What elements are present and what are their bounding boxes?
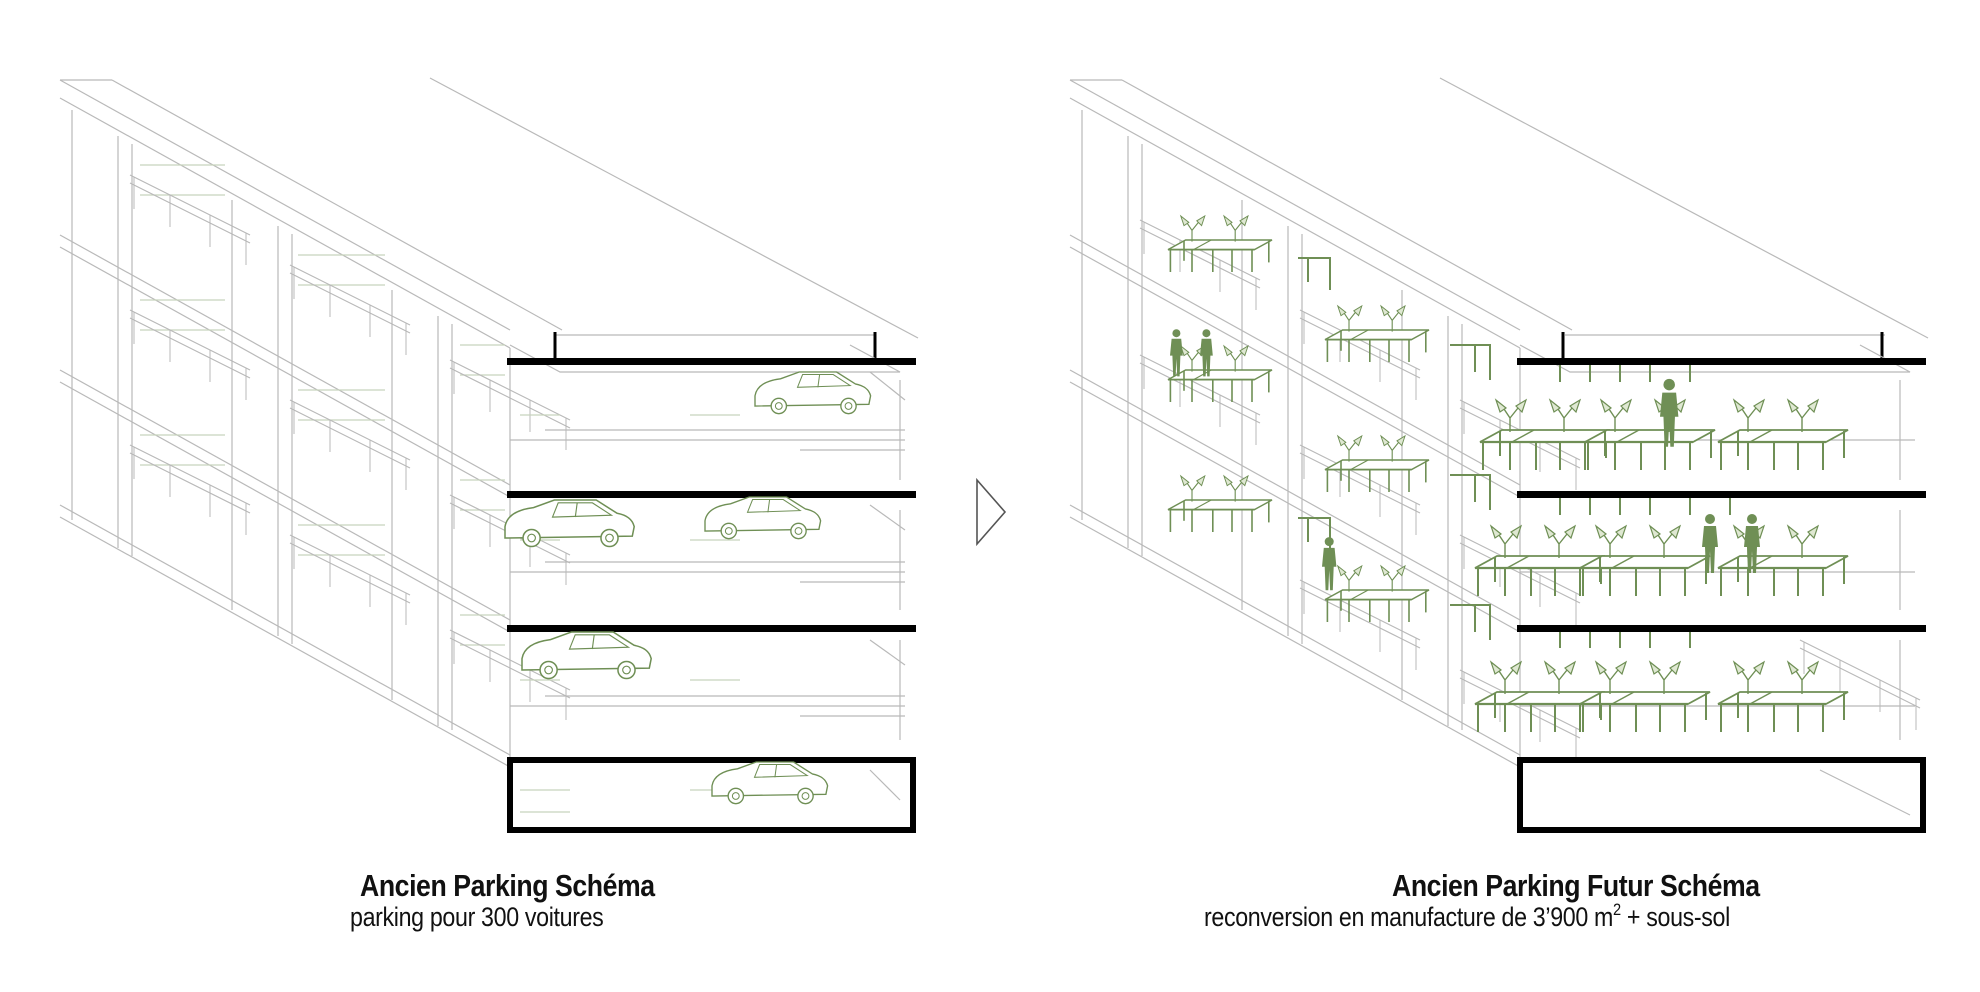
car-icon (704, 496, 822, 540)
workbench-icon (1578, 524, 1712, 598)
workbench-icon (1716, 398, 1850, 472)
car-icon (711, 761, 829, 805)
caption-right: Ancien Parking Futur Schéma reconversion… (1204, 868, 1820, 933)
arrow-right-icon (976, 477, 1007, 547)
car-icon (754, 371, 872, 415)
caption-left-subtitle: parking pour 300 voitures (350, 902, 604, 932)
workbench-icon (1167, 475, 1273, 533)
workbench-icon (1583, 398, 1717, 472)
car-icon (521, 631, 652, 680)
workbench-icon (1167, 345, 1273, 403)
car-icon (504, 499, 635, 548)
workbench-icon (1324, 565, 1430, 623)
workbench-icon (1478, 398, 1612, 472)
subtitle-superscript: 2 (1613, 900, 1621, 919)
manufacture-building-right (1069, 77, 1929, 833)
person-icon (1170, 329, 1183, 377)
subtitle-tail: + sous-sol (1620, 902, 1730, 932)
subtitle-main: reconversion en manufacture de 3’900 m (1204, 902, 1614, 932)
parking-building-left (59, 77, 919, 833)
caption-left-title: Ancien Parking Schéma (360, 868, 655, 903)
caption-right-subtitle: reconversion en manufacture de 3’900 m2 … (1204, 900, 1733, 933)
workbench-icon (1716, 660, 1850, 734)
workbench-icon (1324, 305, 1430, 363)
person-icon (1322, 537, 1337, 591)
caption-right-title: Ancien Parking Futur Schéma (1392, 868, 1760, 903)
workbench-icon (1716, 524, 1850, 598)
workbench-icon (1578, 660, 1712, 734)
person-icon (1702, 514, 1718, 573)
caption-left: Ancien Parking Schéma parking pour 300 v… (350, 868, 703, 933)
